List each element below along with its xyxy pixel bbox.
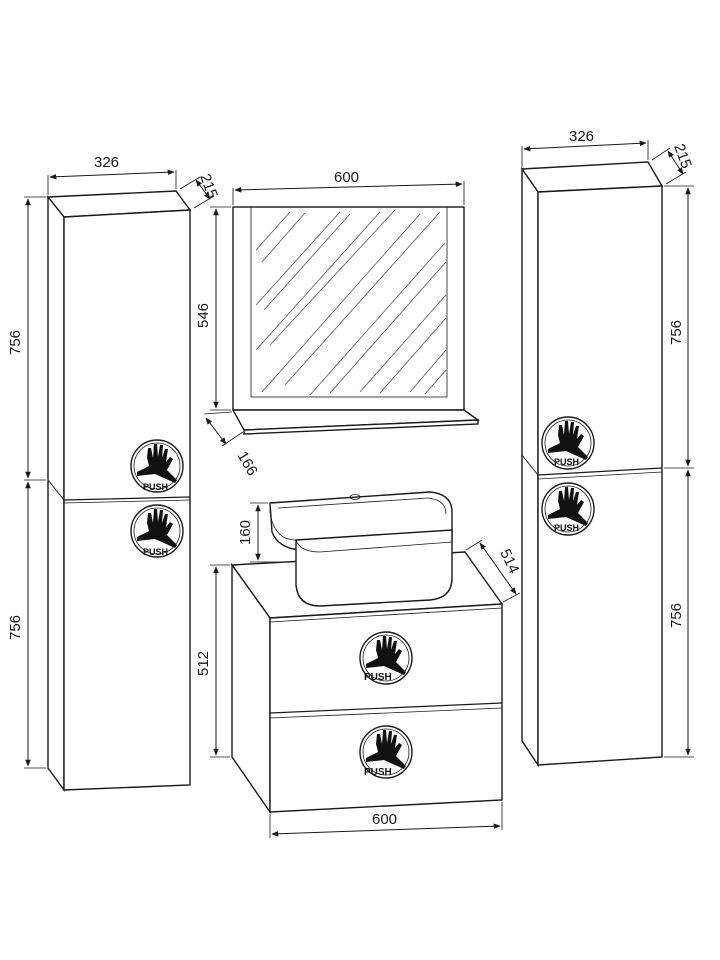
right-cabinet-dimensions: 326 215 756 756 — [521, 128, 695, 758]
mirror-glass — [255, 209, 447, 396]
push-label: PUSH — [554, 457, 579, 467]
mirror-dimensions: 600 546 166 — [195, 169, 465, 479]
left-width-label: 326 — [94, 154, 119, 171]
vanity-height-label: 512 — [195, 651, 212, 676]
left-upper-height-label: 756 — [7, 330, 24, 355]
push-label: PUSH — [143, 547, 168, 557]
push-label: PUSH — [364, 672, 392, 683]
push-label: PUSH — [143, 482, 168, 492]
left-cabinet: PUSH PUSH — [46, 190, 192, 793]
push-label: PUSH — [554, 523, 579, 533]
mirror-height-label: 546 — [195, 303, 212, 328]
right-width-label: 326 — [569, 128, 594, 145]
vanity-dimensions: 160 514 512 600 — [195, 502, 522, 838]
right-depth-label: 215 — [670, 142, 695, 171]
vanity-width-label: 600 — [372, 811, 397, 828]
right-upper-height-label: 756 — [668, 320, 685, 345]
basin — [269, 491, 453, 607]
right-lower-height-label: 756 — [668, 603, 685, 628]
left-depth-label: 215 — [196, 172, 221, 201]
mirror — [231, 206, 481, 435]
push-label: PUSH — [364, 767, 392, 778]
mirror-width-label: 600 — [334, 169, 359, 186]
basin-height-label: 160 — [237, 520, 254, 545]
left-lower-height-label: 756 — [7, 615, 24, 640]
left-cabinet-dimensions: 326 215 756 756 — [7, 154, 221, 769]
right-cabinet: PUSH PUSH — [520, 161, 664, 768]
mirror-shelf-depth-label: 166 — [234, 449, 261, 479]
